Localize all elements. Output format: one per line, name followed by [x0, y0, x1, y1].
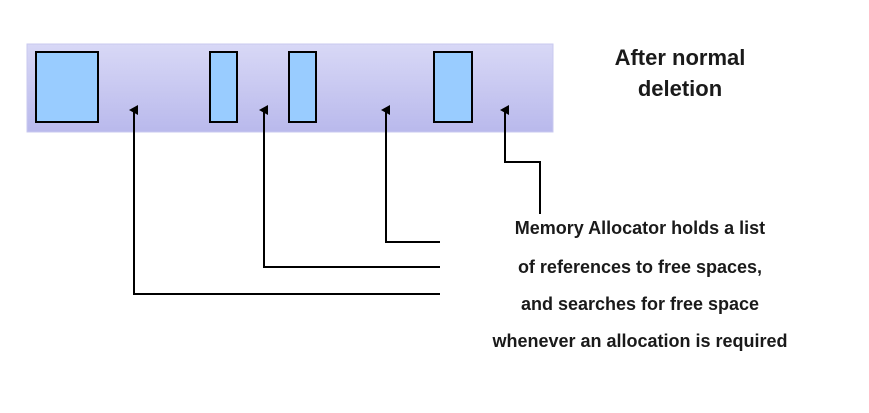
free-space-reference-arrow-4: [500, 105, 541, 214]
allocated-block-2: [209, 51, 238, 123]
free-space-reference-arrow-3: [381, 105, 440, 243]
free-space-reference-arrow-1: [129, 105, 440, 295]
title-line-2: deletion: [637, 76, 723, 101]
description-line-2: of references to free spaces,: [517, 257, 763, 277]
description-line-4: whenever an allocation is required: [492, 331, 788, 351]
free-space-reference-arrow-2: [259, 105, 440, 268]
allocated-block-1: [35, 51, 99, 123]
description-line-1: Memory Allocator holds a list: [514, 218, 766, 238]
allocated-block-3: [288, 51, 317, 123]
description-line-3: and searches for free space: [520, 294, 760, 314]
allocated-block-4: [433, 51, 473, 123]
title-line-1: After normal: [614, 45, 746, 70]
